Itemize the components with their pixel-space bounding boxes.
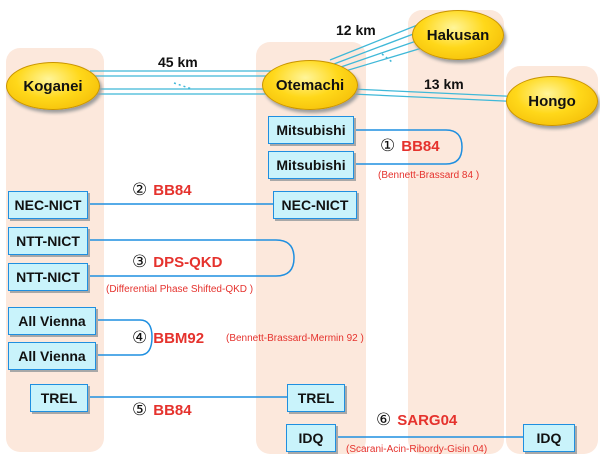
fiber-dash-koganei-otemachi [173, 82, 193, 90]
node-link-1-b: Mitsubishi [268, 151, 354, 179]
node-link-3-a: NTT-NICT [8, 227, 88, 255]
distance-koganei-otemachi: 45 km [158, 54, 198, 70]
protocol-label-6: ⑥ SARG04 [376, 410, 457, 430]
link-4-number: ④ [132, 328, 148, 347]
link-6-protocol: SARG04 [397, 411, 458, 429]
link-3-loop [86, 239, 295, 277]
link-4-loop [94, 319, 153, 356]
link-2-protocol: BB84 [153, 181, 192, 199]
protocol-label-5: ⑤ BB84 [132, 400, 192, 420]
node-link-5-a: TREL [30, 384, 88, 412]
node-link-2-b: NEC-NICT [273, 191, 357, 219]
hakusan-column [408, 10, 504, 454]
link-3-protocol: DPS-QKD [153, 253, 223, 271]
link-1-protocol: BB84 [401, 137, 440, 155]
link-4-description: (Bennett-Brassard-Mermin 92 ) [226, 333, 364, 344]
link-3-description: (Differential Phase Shifted-QKD ) [106, 284, 254, 295]
site-hakusan: Hakusan [412, 10, 504, 60]
protocol-label-2: ② BB84 [132, 180, 192, 200]
fiber-dash-otemachi-hakusan [381, 53, 393, 63]
node-link-3-b: NTT-NICT [8, 263, 88, 291]
protocol-label-3: ③ DPS-QKD [132, 252, 222, 272]
link-6-description: (Scarani-Acin-Ribordy-Gisin 04) [346, 444, 488, 455]
link-1-description: (Bennett-Brassard 84 ) [378, 170, 480, 181]
fiber-otemachi-hongo [329, 87, 526, 103]
protocol-label-4: ④ BBM92 [132, 328, 204, 348]
link-1-loop [352, 129, 463, 165]
node-link-1-a: Mitsubishi [268, 116, 354, 144]
distance-otemachi-hongo: 13 km [424, 76, 464, 92]
site-koganei: Koganei [6, 62, 100, 110]
link-5-number: ⑤ [132, 400, 148, 419]
link-1-number: ① [380, 136, 396, 155]
site-otemachi: Otemachi [262, 60, 358, 110]
node-link-2-a: NEC-NICT [8, 191, 88, 219]
node-link-4-a: All Vienna [8, 307, 96, 335]
site-hongo: Hongo [506, 76, 598, 126]
link-2-number: ② [132, 180, 148, 199]
protocol-label-1: ① BB84 [380, 136, 440, 156]
link-3-number: ③ [132, 252, 148, 271]
link-5-protocol: BB84 [153, 401, 192, 419]
node-link-6-a: IDQ [286, 424, 336, 452]
fiber-koganei-otemachi [90, 70, 280, 95]
link-4-protocol: BBM92 [153, 329, 205, 347]
node-link-4-b: All Vienna [8, 342, 96, 370]
node-link-6-b: IDQ [523, 424, 575, 452]
link-6-number: ⑥ [376, 410, 392, 429]
distance-otemachi-hakusan: 12 km [336, 22, 376, 38]
hongo-column [506, 66, 598, 454]
link-lines [86, 129, 523, 438]
node-link-5-b: TREL [287, 384, 345, 412]
